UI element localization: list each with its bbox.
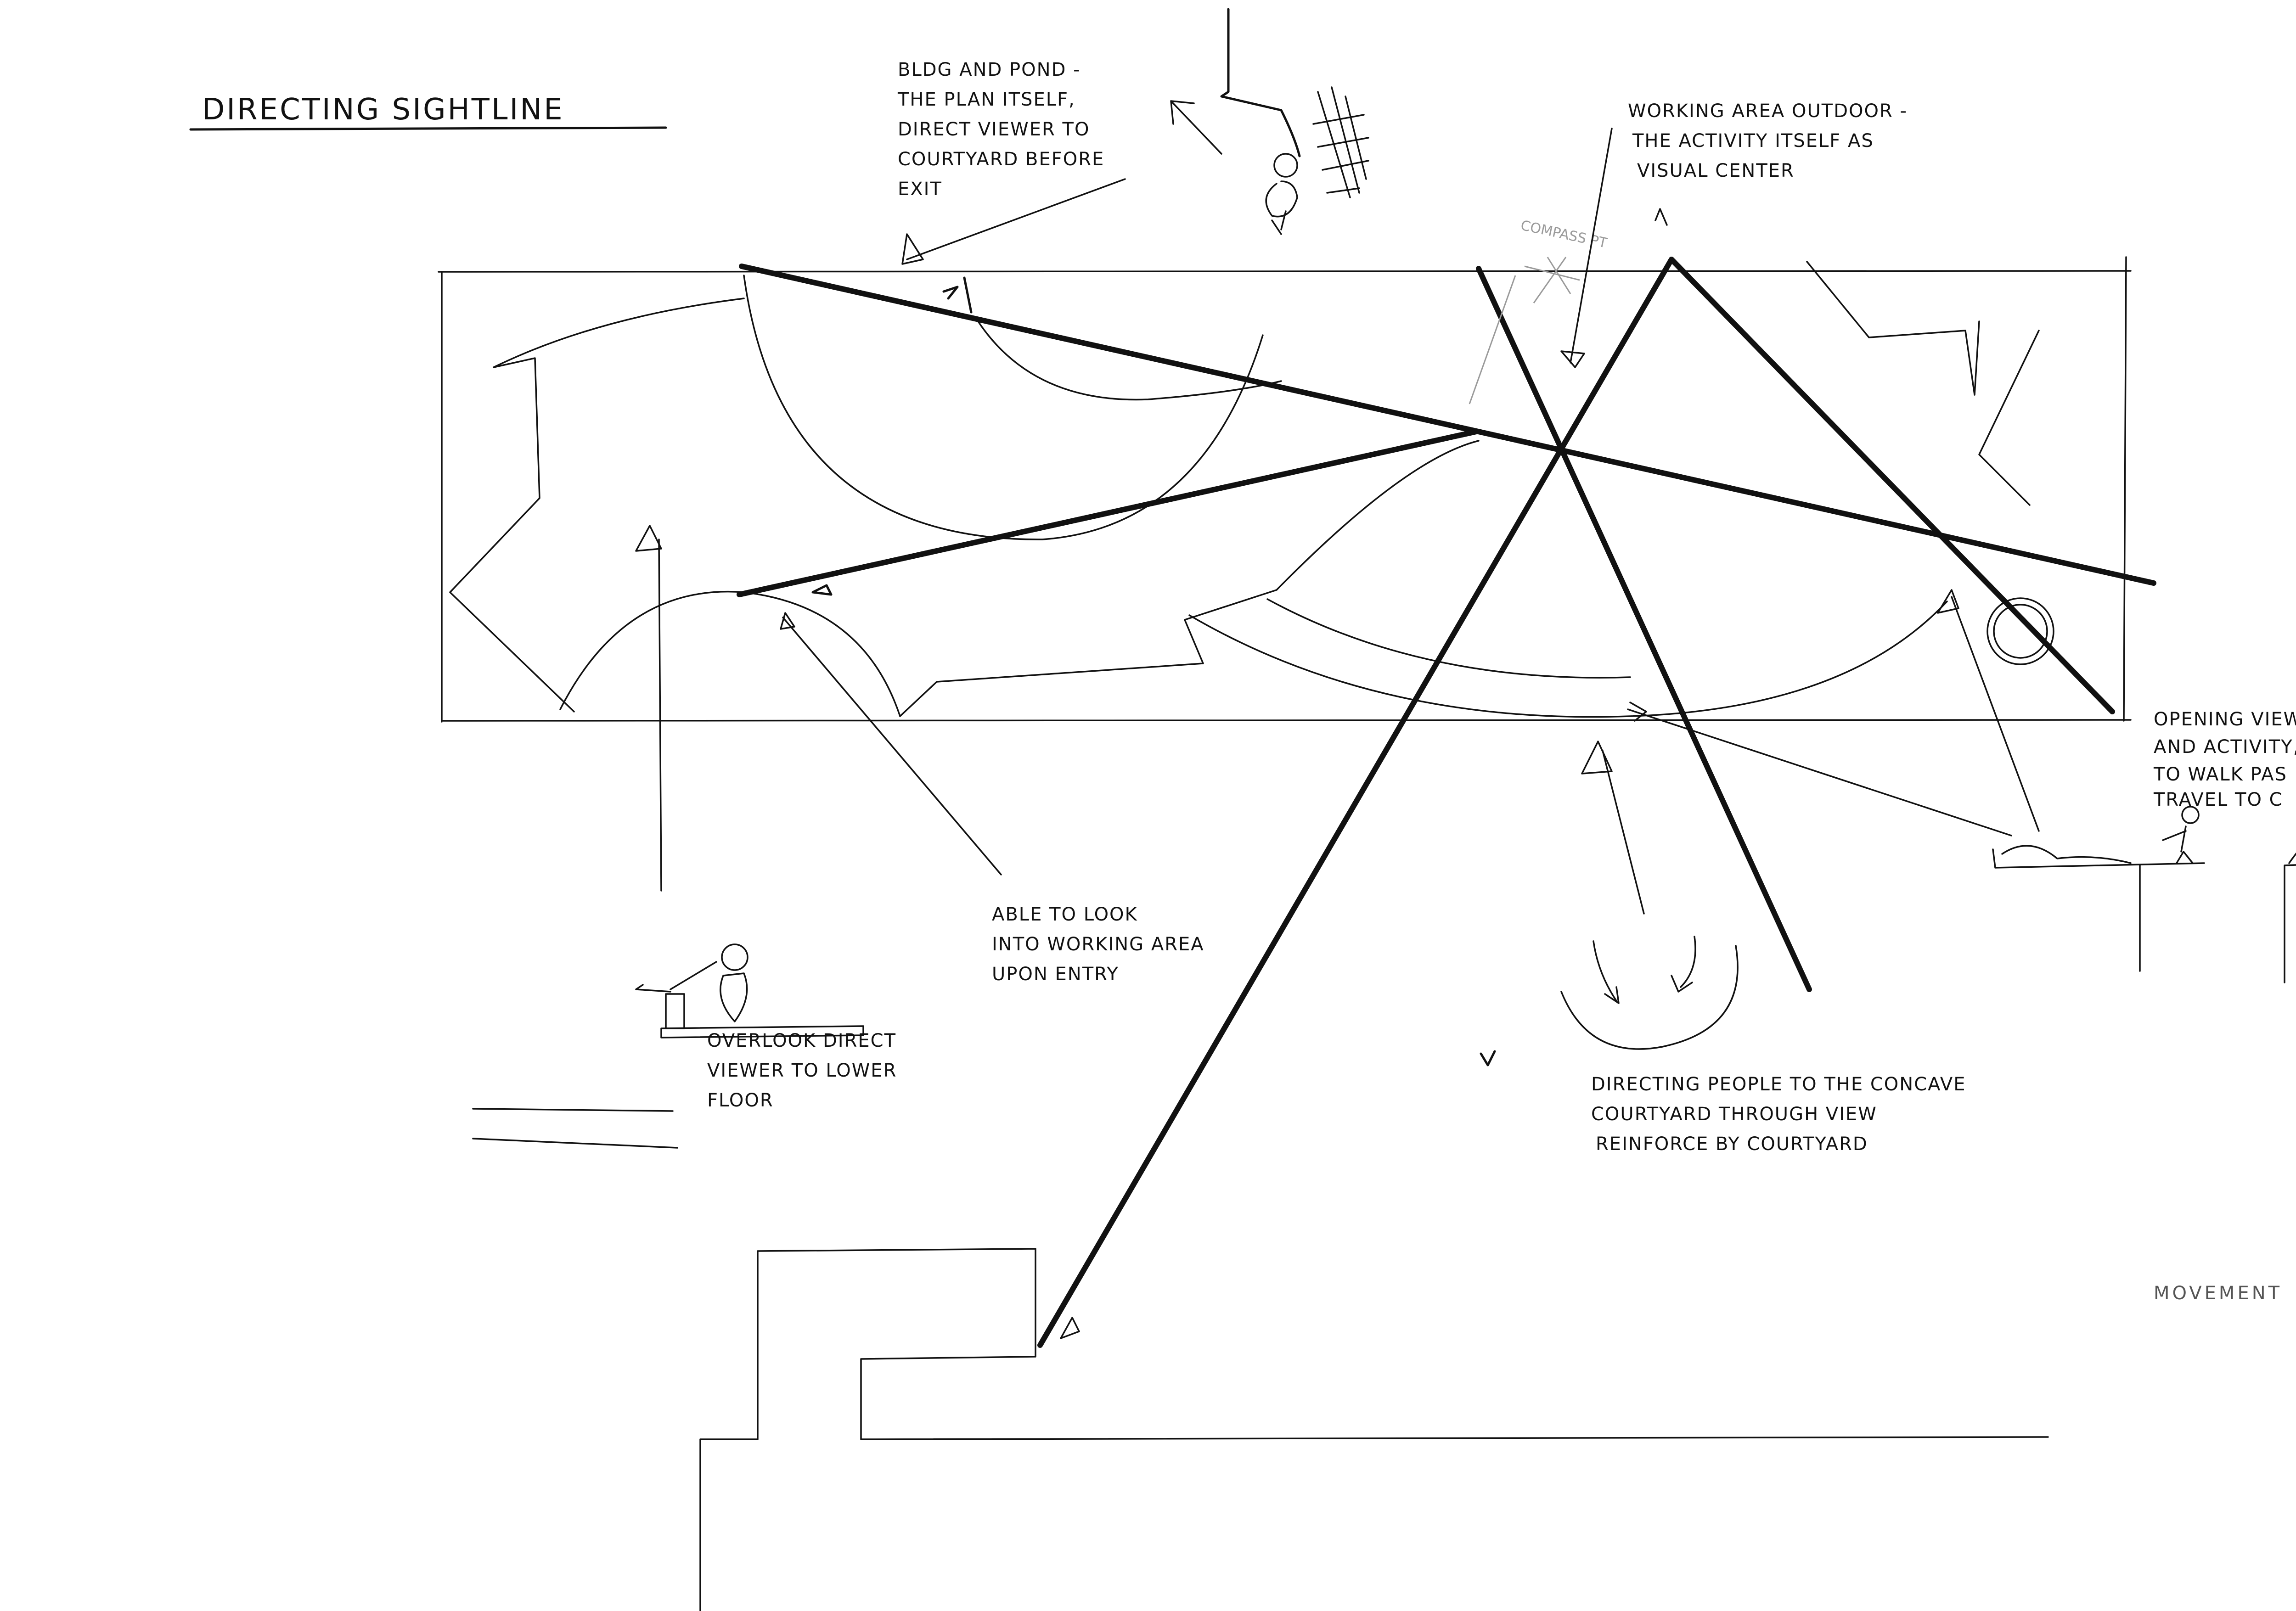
note-able-to-look: ABLE TO LOOK INTO WORKING AREA UPON ENTR… <box>992 904 1204 985</box>
building-sawtooth-edge <box>900 441 1479 716</box>
title-block: DIRECTING SIGHTLINE <box>191 93 666 129</box>
eye-icon <box>1481 1051 1495 1065</box>
eye-icon <box>902 234 923 264</box>
opening-view-leader-2 <box>1952 597 2039 831</box>
top-vignette <box>1171 9 1368 234</box>
note-movement: MOVEMENT <box>2154 1283 2282 1304</box>
walker-vignette <box>1993 807 2296 982</box>
arrow-icon <box>1171 101 1221 154</box>
note-directing-line: COURTYARD THROUGH VIEW <box>1591 1104 1877 1125</box>
pond-circle-outer <box>1987 598 2054 664</box>
stepped-wall <box>700 1249 2048 1611</box>
note-bldg-pond-line: EXIT <box>898 179 942 200</box>
site-boundary-right <box>2124 257 2126 721</box>
sightline-entry <box>739 432 1476 595</box>
arrow-icon <box>1671 937 1695 992</box>
ground-line <box>1993 846 2204 868</box>
building-left-wing <box>450 298 744 712</box>
note-working-area-line: VISUAL CENTER <box>1637 160 1795 181</box>
person-icon <box>2163 807 2199 863</box>
arrow-icon <box>781 613 794 629</box>
note-overlook-line: OVERLOOK DIRECT <box>707 1030 896 1051</box>
page-title: DIRECTING SIGHTLINE <box>202 93 564 127</box>
arrow-icon <box>1938 590 1958 613</box>
site-boundary-bottom <box>443 720 2131 721</box>
courtyard-arc <box>1189 601 1947 717</box>
eye-icon <box>813 585 831 595</box>
overlook-vignette <box>636 944 863 1038</box>
note-opening-line: OPENING VIEW <box>2154 709 2296 730</box>
legend-double-line <box>473 1139 677 1148</box>
note-directing-people: DIRECTING PEOPLE TO THE CONCAVE COURTYAR… <box>1591 1074 1966 1155</box>
leaders <box>636 129 2039 1338</box>
note-bldg-pond-line: THE PLAN ITSELF, <box>897 89 1075 110</box>
person-icon <box>1266 154 1297 217</box>
note-able-line: ABLE TO LOOK <box>992 904 1138 925</box>
note-opening-line: AND ACTIVITY, <box>2154 736 2296 758</box>
pond-arc <box>978 321 1281 400</box>
note-overlook-line: FLOOR <box>707 1090 774 1111</box>
site-plan <box>439 257 2131 722</box>
site-boundary-top <box>439 271 2131 272</box>
arrow-icon <box>1593 941 1619 1003</box>
note-opening-view: OPENING VIEW AND ACTIVITY, TO WALK PAS T… <box>2153 709 2296 810</box>
opening-view-leader <box>1628 709 2011 836</box>
building-right-wing <box>1807 262 2039 505</box>
courtyard-leader <box>1603 751 1644 914</box>
legend-single-line <box>473 1109 673 1111</box>
eye-icon <box>944 278 971 312</box>
note-opening-line: TRAVEL TO C <box>2153 789 2283 810</box>
note-directing-line: REINFORCE BY COURTYARD <box>1596 1134 1868 1155</box>
arrow-icon <box>1655 209 1667 225</box>
note-bldg-pond: BLDG AND POND - THE PLAN ITSELF, DIRECT … <box>897 59 1104 200</box>
note-overlook: OVERLOOK DIRECT VIEWER TO LOWER FLOOR <box>707 1030 897 1111</box>
note-working-area-line: THE ACTIVITY ITSELF AS <box>1632 130 1874 152</box>
note-directing-line: DIRECTING PEOPLE TO THE CONCAVE <box>1591 1074 1966 1095</box>
movement-loop <box>1561 937 1738 1049</box>
note-working-area: WORKING AREA OUTDOOR - THE ACTIVITY ITSE… <box>1628 101 1908 181</box>
hatched-wall <box>1313 87 1368 197</box>
sightline-x-right <box>1479 269 1809 989</box>
note-working-area-line: WORKING AREA OUTDOOR - <box>1628 101 1908 122</box>
arrow-icon <box>636 962 716 992</box>
movement-arc <box>1561 946 1738 1049</box>
stepped-wall-outline <box>700 1249 2048 1611</box>
arrow-icon <box>636 526 661 551</box>
sightline-right-arm <box>1671 259 2112 712</box>
note-bldg-pond-line: BLDG AND POND - <box>898 59 1081 80</box>
overlook-leader <box>659 539 661 891</box>
person-icon <box>720 944 748 1022</box>
legend-lines <box>473 1109 677 1148</box>
sightlines <box>739 259 2154 1345</box>
note-bldg-pond-line: COURTYARD BEFORE <box>898 149 1104 170</box>
note-bldg-pond-line: DIRECT VIEWER TO <box>898 119 1090 140</box>
sightline-x-left <box>1040 259 1671 1345</box>
title-underline <box>191 128 666 129</box>
pond-circle-inner <box>1994 605 2047 658</box>
note-opening-line: TO WALK PAS <box>2153 764 2287 785</box>
able-to-look-leader <box>783 617 1001 875</box>
building-main-arc <box>744 275 1263 539</box>
note-overlook-line: VIEWER TO LOWER <box>707 1060 897 1081</box>
compass-point: COMPASS PT <box>1469 218 1609 404</box>
note-able-line: INTO WORKING AREA <box>992 934 1204 955</box>
building-edge <box>2140 822 2296 982</box>
post <box>666 994 684 1028</box>
eye-icon <box>1061 1318 1079 1338</box>
entry-arc <box>560 592 900 716</box>
wall-section <box>1221 9 1300 156</box>
note-able-line: UPON ENTRY <box>992 964 1119 985</box>
